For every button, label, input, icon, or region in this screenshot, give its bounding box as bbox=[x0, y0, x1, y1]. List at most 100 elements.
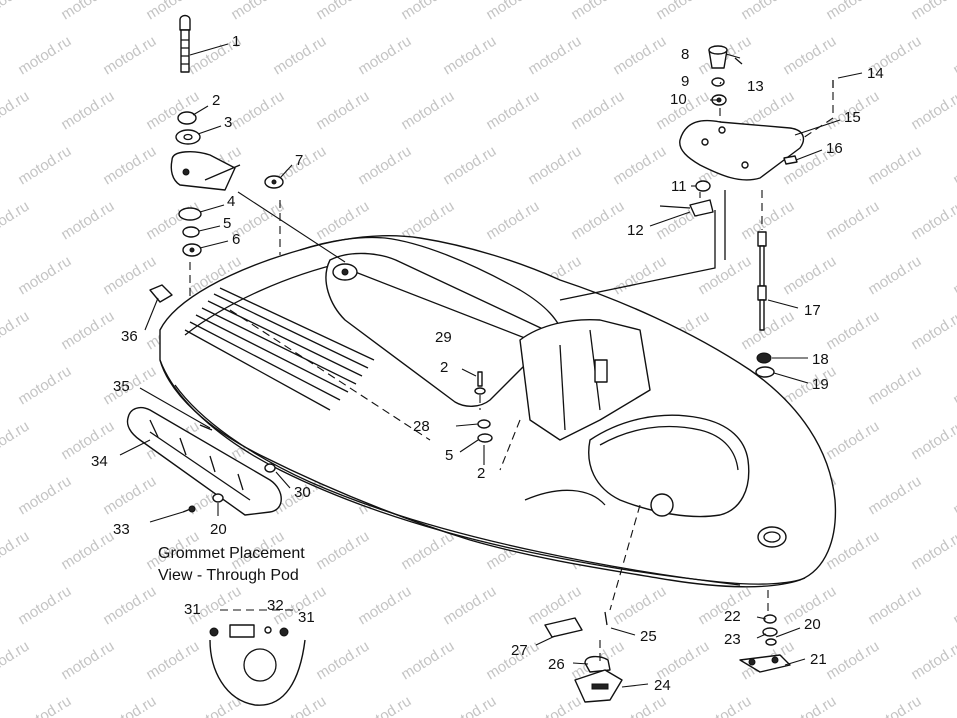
callout-34: 34 bbox=[91, 453, 108, 470]
watermark-text: motod.ru bbox=[143, 0, 202, 23]
watermark-text: motod.ru bbox=[780, 363, 839, 409]
watermark-text: motod.ru bbox=[823, 198, 882, 244]
watermark-text: motod.ru bbox=[525, 143, 584, 189]
watermark-text: motod.ru bbox=[0, 0, 32, 23]
callout-1: 1 bbox=[232, 33, 240, 50]
callout-3: 3 bbox=[224, 114, 232, 131]
watermark-text: motod.ru bbox=[908, 88, 957, 134]
watermark-text: motod.ru bbox=[780, 253, 839, 299]
watermark-text: motod.ru bbox=[398, 0, 457, 23]
callout-4: 4 bbox=[227, 193, 235, 210]
watermark-text: motod.ru bbox=[143, 638, 202, 684]
watermark-text: motod.ru bbox=[695, 693, 754, 718]
watermark-text: motod.ru bbox=[0, 308, 32, 354]
watermark-text: motod.ru bbox=[865, 363, 924, 409]
watermark-text: motod.ru bbox=[525, 693, 584, 718]
watermark-text: motod.ru bbox=[58, 0, 117, 23]
watermark-text: motod.ru bbox=[355, 693, 414, 718]
watermark-text: motod.ru bbox=[15, 473, 74, 519]
watermark-text: motod.ru bbox=[100, 583, 159, 629]
watermark-text: motod.ru bbox=[525, 33, 584, 79]
callout-22: 22 bbox=[724, 608, 741, 625]
watermark-text: motod.ru bbox=[0, 88, 32, 134]
watermark-text: motod.ru bbox=[58, 418, 117, 464]
callout-36: 36 bbox=[121, 328, 138, 345]
watermark-text: motod.ru bbox=[483, 0, 542, 23]
callout-2-lower: 2 bbox=[477, 465, 485, 482]
watermark-text: motod.ru bbox=[440, 693, 499, 718]
watermark-text: motod.ru bbox=[738, 0, 797, 23]
leader-lines bbox=[119, 43, 863, 688]
callout-10: 10 bbox=[670, 91, 687, 108]
watermark-text: motod.ru bbox=[0, 418, 32, 464]
watermark-text: motod.ru bbox=[950, 253, 957, 299]
callout-31-right: 31 bbox=[298, 609, 315, 626]
watermark-text: motod.ru bbox=[865, 693, 924, 718]
callout-24: 24 bbox=[654, 677, 671, 694]
watermark-text: motod.ru bbox=[950, 33, 957, 79]
watermark-text: motod.ru bbox=[100, 143, 159, 189]
watermark-text: motod.ru bbox=[355, 33, 414, 79]
callout-30: 30 bbox=[294, 484, 311, 501]
callout-14: 14 bbox=[867, 65, 884, 82]
watermark-text: motod.ru bbox=[143, 88, 202, 134]
watermark-text: motod.ru bbox=[610, 253, 669, 299]
callout-19: 19 bbox=[812, 376, 829, 393]
watermark-text: motod.ru bbox=[950, 143, 957, 189]
watermark-text: motod.ru bbox=[58, 638, 117, 684]
callout-31-left: 31 bbox=[184, 601, 201, 618]
callout-21: 21 bbox=[810, 651, 827, 668]
watermark-text: motod.ru bbox=[568, 0, 627, 23]
watermark-text: motod.ru bbox=[908, 198, 957, 244]
watermark-text: motod.ru bbox=[100, 693, 159, 718]
callout-13: 13 bbox=[747, 78, 764, 95]
watermark-text: motod.ru bbox=[568, 88, 627, 134]
callout-8: 8 bbox=[681, 46, 689, 63]
watermark-text: motod.ru bbox=[58, 528, 117, 574]
watermark-text: motod.ru bbox=[15, 253, 74, 299]
callout-35: 35 bbox=[113, 378, 130, 395]
watermark-text: motod.ru bbox=[610, 33, 669, 79]
callout-20: 20 bbox=[804, 616, 821, 633]
watermark-text: motod.ru bbox=[865, 583, 924, 629]
callout-9: 9 bbox=[681, 73, 689, 90]
callout-28: 28 bbox=[413, 418, 430, 435]
watermark-text: motod.ru bbox=[908, 528, 957, 574]
callout-12: 12 bbox=[627, 222, 644, 239]
caption-line-2: View - Through Pod bbox=[158, 567, 299, 584]
watermark-text: motod.ru bbox=[58, 198, 117, 244]
callout-23: 23 bbox=[724, 631, 741, 648]
watermark-text: motod.ru bbox=[440, 583, 499, 629]
callout-5: 5 bbox=[223, 215, 231, 232]
watermark-text: motod.ru bbox=[823, 638, 882, 684]
watermark-text: motod.ru bbox=[483, 198, 542, 244]
watermark-text: motod.ru bbox=[865, 143, 924, 189]
watermark-text: motod.ru bbox=[228, 88, 287, 134]
watermark-text: motod.ru bbox=[313, 88, 372, 134]
watermark-text: motod.ru bbox=[355, 143, 414, 189]
sponson-parts bbox=[126, 406, 282, 516]
watermark-text: motod.ru bbox=[313, 528, 372, 574]
callout-11: 11 bbox=[671, 178, 687, 195]
watermark-text: motod.ru bbox=[610, 693, 669, 718]
watermark-text: motod.ru bbox=[398, 638, 457, 684]
watermark-text: motod.ru bbox=[440, 143, 499, 189]
watermark-text: motod.ru bbox=[228, 0, 287, 23]
watermark-text: motod.ru bbox=[908, 638, 957, 684]
watermark-text: motod.ru bbox=[865, 253, 924, 299]
watermark-text: motod.ru bbox=[313, 0, 372, 23]
watermark-text: motod.ru bbox=[0, 198, 32, 244]
left-stack-parts bbox=[149, 14, 346, 303]
vent-louvers bbox=[184, 287, 431, 441]
watermark-text: motod.ru bbox=[15, 693, 74, 718]
watermark-text: motod.ru bbox=[908, 0, 957, 23]
callout-20-left: 20 bbox=[210, 521, 227, 538]
watermark-text: motod.ru bbox=[950, 473, 957, 519]
watermark-text: motod.ru bbox=[58, 88, 117, 134]
watermark-text: motod.ru bbox=[15, 363, 74, 409]
watermark-text: motod.ru bbox=[950, 693, 957, 718]
callout-15: 15 bbox=[844, 109, 861, 126]
watermark-text: motod.ru bbox=[15, 583, 74, 629]
watermark-text: motod.ru bbox=[58, 308, 117, 354]
